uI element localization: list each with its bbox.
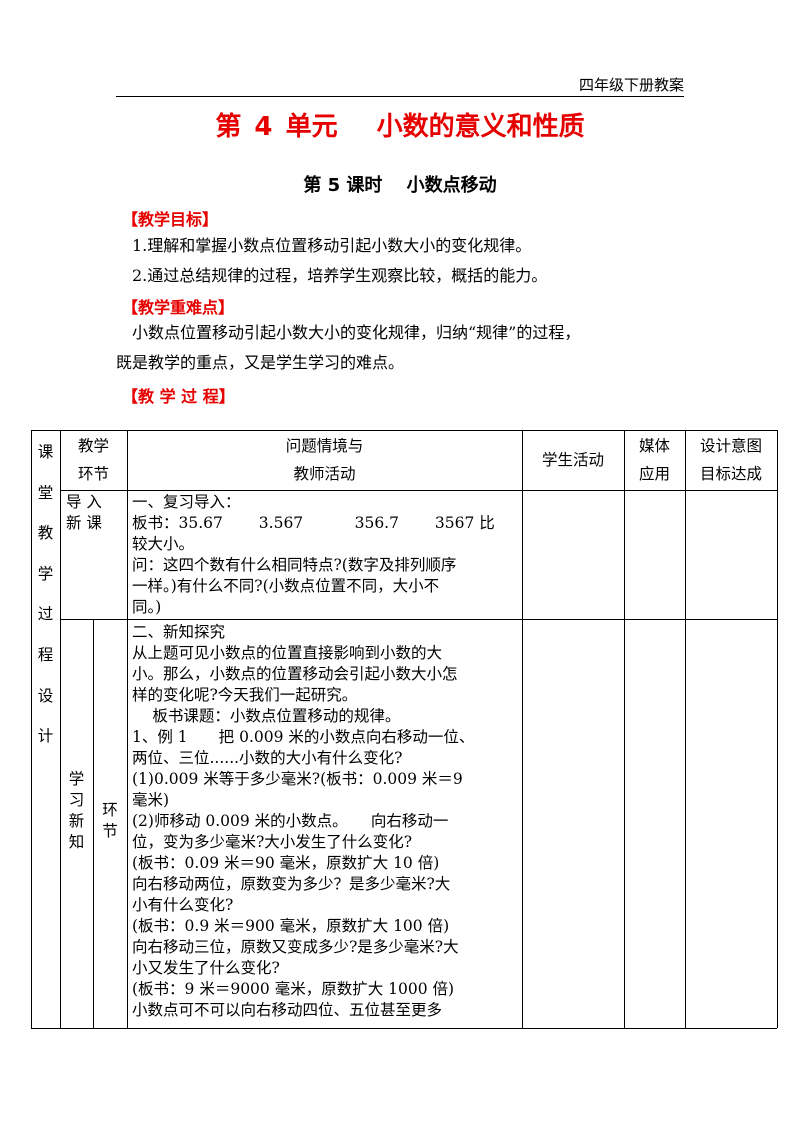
- key-points-line-2: 既是教学的重点，又是学生学习的难点。: [116, 353, 405, 372]
- header-media: 媒体 应用: [638, 437, 670, 483]
- header-rule: [116, 96, 684, 97]
- key-points-line-1: 小数点位置移动引起小数大小的变化规律，归纳“规律”的过程，: [132, 323, 581, 342]
- row2-content: 二、新知探究 从上题可见小数点的位置直接影响到小数的大 小。那么，小数点的位置移…: [132, 623, 475, 1019]
- row1-content: 一、复习导入： 板书：35.67 3.567 356.7 3567 比 较大小。…: [132, 493, 495, 616]
- side-label: 课 堂 教 学 过 程 设 计: [37, 443, 54, 746]
- header-activity: 问题情境与 教师活动: [285, 437, 364, 483]
- lesson-plan-table: 课 堂 教 学 过 程 设 计 教学 环节 问题情境与 教师活动 学生活动 媒体…: [31, 430, 778, 1029]
- header-student: 学生活动: [541, 451, 604, 469]
- goal-item-2: 2.通过总结规律的过程，培养学生观察比较，概括的能力。: [132, 266, 548, 285]
- header-stage: 教学 环节: [77, 437, 109, 483]
- goals-heading: 【教学目标】: [122, 210, 219, 229]
- key-points-heading: 【教学重难点】: [122, 298, 235, 317]
- row2-sub-stage: 环 节: [102, 801, 118, 840]
- lesson-title: 第 5 课时 小数点移动: [303, 175, 497, 196]
- header-label: 四年级下册教案: [578, 76, 684, 94]
- row2-stage: 学 习 新 知: [68, 770, 85, 851]
- process-heading: 【教 学 过 程】: [122, 387, 235, 406]
- unit-title: 第 4 单元 小数的意义和性质: [215, 112, 585, 142]
- row1-stage: 导 入 新 课: [66, 493, 102, 532]
- goal-item-1: 1.理解和掌握小数点位置移动引起小数大小的变化规律。: [132, 236, 532, 255]
- header-intent: 设计意图 目标达成: [699, 437, 762, 483]
